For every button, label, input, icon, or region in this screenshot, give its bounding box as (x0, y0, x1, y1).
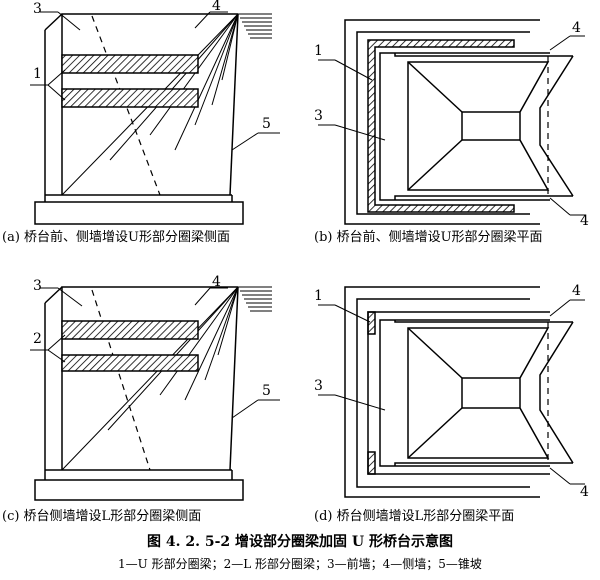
callout-3: 3 (33, 1, 42, 17)
caption-c: (c) 桥台侧墙增设L形部分圈梁侧面 (2, 509, 202, 524)
panel-c-elevation: 3 4 2 5 (30, 274, 280, 501)
callout-1: 1 (314, 43, 323, 59)
callout-1: 1 (314, 288, 323, 304)
footing (34, 201, 244, 225)
front-wall-inner (379, 319, 550, 467)
caption-a: (a) 桥台前、侧墙增设U形部分圈梁侧面 (2, 230, 230, 245)
hidden-line (91, 15, 161, 196)
front-wall (367, 311, 550, 475)
outer-outline (344, 286, 540, 498)
callout-4-bottom: 4 (580, 213, 589, 229)
caption-b: (b) 桥台前、侧墙增设U形部分圈梁平面 (314, 230, 543, 245)
figure-legend: 1—U 形部分圈梁；2—L 形部分圈梁；3—前墙；4—侧墙；5—锥坡 (118, 557, 482, 571)
cone-slope-edge (229, 286, 239, 471)
callout-3: 3 (314, 378, 323, 394)
ring-beam-l-bottom (367, 451, 376, 475)
ring-beam-upper (61, 320, 199, 340)
cone-outer (539, 55, 574, 197)
callout-4-top: 4 (572, 20, 581, 36)
slope-fan-lines (61, 13, 239, 196)
ring-beam-u (367, 39, 515, 213)
side-wall-bottom (394, 462, 573, 466)
middle-outline (356, 298, 530, 488)
leader-lines (30, 287, 280, 419)
callout-5: 5 (262, 116, 271, 132)
cone-slope-edge (229, 13, 239, 196)
caption-d: (d) 桥台侧墙增设L形部分圈梁平面 (314, 509, 515, 524)
callout-4-bottom: 4 (580, 484, 589, 500)
ring-beam-l-top (367, 311, 376, 335)
leader-lines (318, 299, 585, 485)
callout-3: 3 (314, 108, 323, 124)
panel-b-plan: 4 1 3 4 (314, 19, 589, 229)
ring-beam-upper (61, 54, 199, 74)
side-wall-bottom (394, 195, 573, 200)
side-wall-top (394, 53, 573, 57)
outer-outline (344, 19, 540, 225)
callout-4-top: 4 (572, 283, 581, 299)
panel-a-elevation: 3 4 1 5 (30, 0, 280, 225)
cone-outer (539, 321, 574, 464)
callout-5: 5 (262, 383, 271, 399)
callout-2: 2 (33, 331, 42, 347)
leader-lines (30, 11, 280, 151)
top-serration (238, 286, 272, 312)
middle-outline (356, 31, 530, 215)
callout-4: 4 (212, 0, 221, 14)
callout-4: 4 (212, 274, 221, 290)
side-wall-top (394, 320, 573, 323)
leader-lines (318, 35, 585, 216)
ring-beam-lower (61, 88, 199, 108)
callout-1: 1 (33, 66, 42, 82)
callout-3: 3 (33, 278, 42, 294)
top-serration (238, 13, 272, 39)
panel-d-plan: 1 4 3 4 (314, 283, 589, 500)
footing (34, 479, 244, 501)
slope-fan-lines (61, 286, 239, 471)
front-wall (379, 52, 550, 201)
ring-beam-lower (61, 354, 199, 372)
figure-title: 图 4. 2. 5-2 增设部分圈梁加固 U 形桥台示意图 (147, 534, 453, 550)
hidden-line (91, 289, 151, 471)
